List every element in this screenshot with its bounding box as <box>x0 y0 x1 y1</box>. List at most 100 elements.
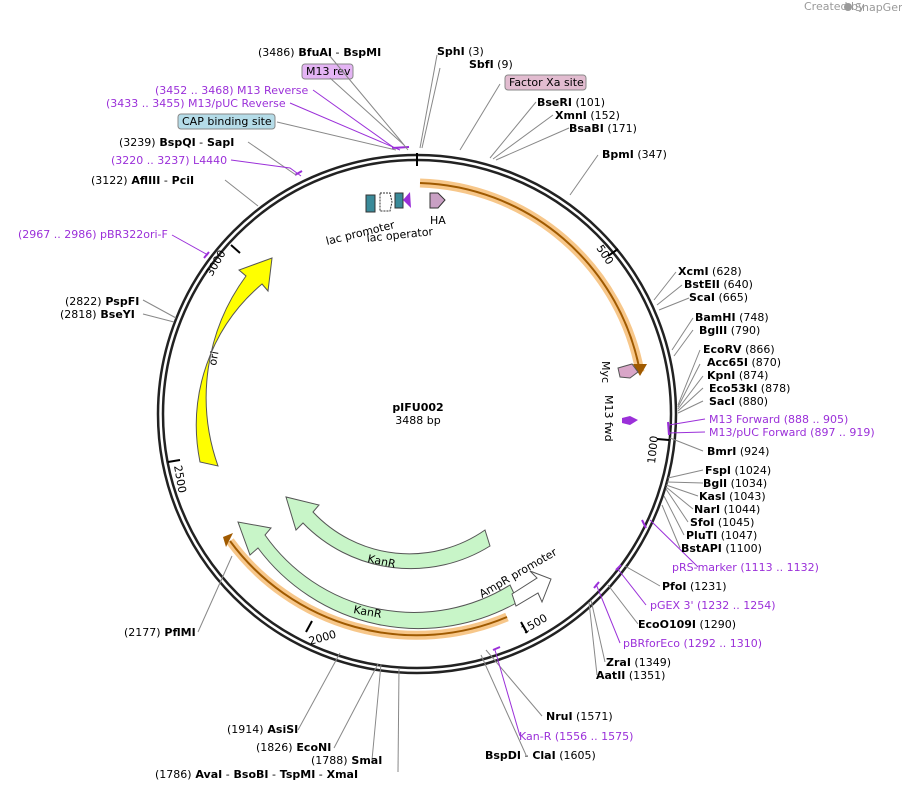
lac-promoter-arrow[interactable] <box>379 192 393 212</box>
site-m13-forward[interactable]: M13 Forward (888 .. 905) <box>709 413 848 426</box>
site-label-part: (640) <box>720 278 753 291</box>
site-smai[interactable]: (1788) SmaI <box>311 754 382 767</box>
site-bsabi[interactable]: BsaBI (171) <box>569 122 637 135</box>
site-xmni[interactable]: XmnI (152) <box>555 109 620 122</box>
site-sphi[interactable]: SphI (3) <box>437 45 484 58</box>
site-pluti[interactable]: PluTI (1047) <box>686 529 757 542</box>
ha-label: HA <box>430 214 446 227</box>
site-afliii[interactable]: (3122) AflIII - PciI <box>91 174 194 187</box>
site-label-part: (2967 .. 2986) <box>18 228 97 241</box>
site-aatii[interactable]: AatII (1351) <box>596 669 665 682</box>
site-prs-marker[interactable]: pRS-marker (1113 .. 1132) <box>672 561 819 574</box>
site-label-part: (3239) <box>119 136 156 149</box>
site-label-part: EcoRV <box>703 343 742 356</box>
site-pflmi[interactable]: (2177) PflMI <box>124 626 196 639</box>
site-label-part: (888 .. 905) <box>780 413 848 426</box>
site-label-part: L4440 <box>190 154 228 167</box>
site-nrui[interactable]: NruI (1571) <box>546 710 613 723</box>
site-bseyi[interactable]: (2818) BseYI <box>60 308 135 321</box>
site-label-part: BglI <box>703 477 727 490</box>
kanr-inner-label: KanR <box>366 552 397 571</box>
factor-xa-label: Factor Xa site <box>509 76 584 89</box>
site-label-part: (790) <box>727 324 760 337</box>
site-pfoi[interactable]: PfoI (1231) <box>662 580 727 593</box>
site-kpni[interactable]: KpnI (874) <box>707 369 768 382</box>
site-scai[interactable]: ScaI (665) <box>689 291 748 304</box>
site-label-part: AvaI <box>192 768 223 781</box>
site-avai[interactable]: (1786) AvaI - BsoBI - TspMI - XmaI <box>155 768 358 781</box>
site-label-part: (1351) <box>625 669 665 682</box>
site-label-part: SapI <box>203 136 234 149</box>
site-kan-r[interactable]: Kan-R (1556 .. 1575) <box>519 730 633 743</box>
site-bgli[interactable]: BglI (1034) <box>703 477 767 490</box>
site-bglii[interactable]: BglII (790) <box>699 324 760 337</box>
site-bamhi[interactable]: BamHI (748) <box>695 311 769 324</box>
site-pgex3[interactable]: pGEX 3' (1232 .. 1254) <box>650 599 776 612</box>
site-m13puc-reverse[interactable]: (3433 .. 3455) M13/pUC Reverse <box>106 97 286 110</box>
ori-arrow[interactable] <box>195 257 273 467</box>
site-label-part: (1556 .. 1575) <box>551 730 633 743</box>
site-bfuai[interactable]: (3486) BfuAI - BspMI <box>258 46 381 59</box>
site-sbfi[interactable]: SbfI (9) <box>469 58 513 71</box>
site-label-part: SphI <box>437 45 465 58</box>
site-kasi[interactable]: KasI (1043) <box>699 490 766 503</box>
site-label-part: TspMI <box>276 768 315 781</box>
ampr-promoter-arrow[interactable] <box>511 570 552 607</box>
site-eco0109i[interactable]: EcoO109I (1290) <box>638 618 736 631</box>
site-label-part: (1292 .. 1310) <box>680 637 762 650</box>
site-label-part: - <box>268 768 275 781</box>
site-fspi[interactable]: FspI (1024) <box>705 464 771 477</box>
site-nari[interactable]: NarI (1044) <box>694 503 760 516</box>
site-bmri[interactable]: BmrI (924) <box>707 445 769 458</box>
site-label-part: pBR322ori-F <box>97 228 168 241</box>
site-ecorv[interactable]: EcoRV (866) <box>703 343 775 356</box>
site-bsteii[interactable]: BstEII (640) <box>684 278 753 291</box>
site-label-part: (1113 .. 1132) <box>737 561 819 574</box>
site-pspfi[interactable]: (2822) PspFI <box>65 295 139 308</box>
site-label-part: (101) <box>572 96 605 109</box>
m13-fwd-label: M13 fwd <box>602 395 615 442</box>
site-label-part: BamHI <box>695 311 736 324</box>
site-bspqi[interactable]: (3239) BspQI - SapI <box>119 136 234 149</box>
snapgene-logo-icon <box>844 3 852 11</box>
site-m13-reverse[interactable]: (3452 .. 3468) M13 Reverse <box>155 84 308 97</box>
site-asisi[interactable]: (1914) AsiSI <box>227 723 298 736</box>
site-label-part: (3122) <box>91 174 128 187</box>
tick-label-1000: 1000 <box>645 435 661 464</box>
site-eco53ki[interactable]: Eco53kI (878) <box>709 382 790 395</box>
ha-tag-feature[interactable] <box>429 192 446 209</box>
kanr-inner-arrow[interactable] <box>285 496 491 570</box>
lac-operator-feature[interactable] <box>394 192 404 209</box>
site-label-part: (1034) <box>727 477 767 490</box>
site-label-part: (1826) <box>256 741 293 754</box>
site-bspdi[interactable]: BspDI - ClaI (1605) <box>485 749 596 762</box>
site-pbrforeco[interactable]: pBRforEco (1292 .. 1310) <box>623 637 762 650</box>
site-bstapi[interactable]: BstAPI (1100) <box>681 542 762 555</box>
site-bseri[interactable]: BseRI (101) <box>537 96 605 109</box>
kanr-outer-arrow[interactable] <box>237 521 519 630</box>
lac-cap-feature[interactable] <box>365 194 376 213</box>
myc-feature[interactable] <box>617 363 639 379</box>
site-acc65i[interactable]: Acc65I (870) <box>707 356 781 369</box>
site-label-part: (870) <box>748 356 781 369</box>
site-label-part: (3433 .. 3455) <box>106 97 185 110</box>
tick-label-2000: 2000 <box>307 628 337 648</box>
tick-marks <box>167 244 670 634</box>
site-l4440[interactable]: (3220 .. 3237) L4440 <box>111 154 227 167</box>
site-xcmi[interactable]: XcmI (628) <box>678 265 742 278</box>
site-label-part: BglII <box>699 324 727 337</box>
m13-fwd-primer[interactable] <box>622 416 638 425</box>
site-bpmi[interactable]: BpmI (347) <box>602 148 667 161</box>
site-econi[interactable]: (1826) EcoNI <box>256 741 331 754</box>
site-zrai[interactable]: ZraI (1349) <box>606 656 671 669</box>
site-pbr322ori-f[interactable]: (2967 .. 2986) pBR322ori-F <box>18 228 168 241</box>
site-label-part: (1571) <box>573 710 613 723</box>
site-label-part: (1045) <box>714 516 754 529</box>
site-m13puc-forward[interactable]: M13/pUC Forward (897 .. 919) <box>709 426 875 439</box>
site-saci[interactable]: SacI (880) <box>709 395 768 408</box>
site-sfoi[interactable]: SfoI (1045) <box>690 516 754 529</box>
cap-box <box>177 113 276 130</box>
site-label-part: EcoO109I <box>638 618 696 631</box>
site-label-part: (1043) <box>726 490 766 503</box>
m13-rev-primer[interactable] <box>403 192 411 208</box>
